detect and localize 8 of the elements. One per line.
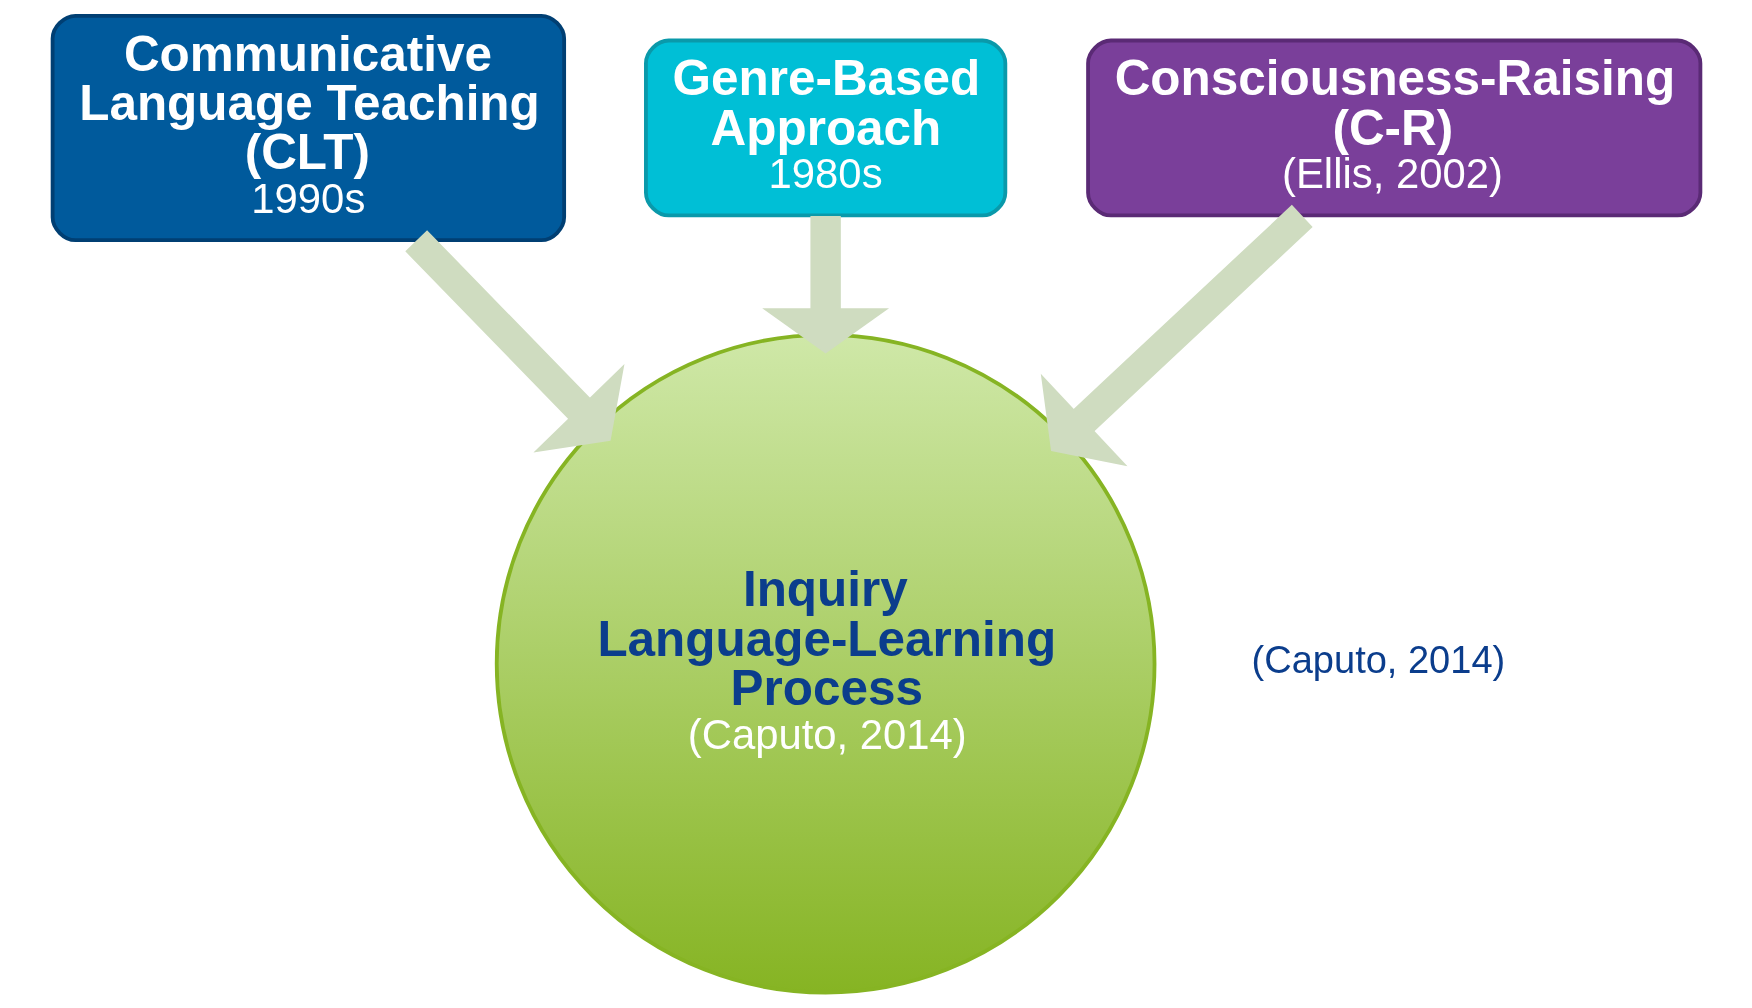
node-box: Consciousness-Raising (C-R) (Ellis, 2002) bbox=[1085, 38, 1702, 218]
arrow bbox=[404, 230, 624, 453]
label: (Caputo, 2014) bbox=[1251, 639, 1505, 682]
arrow bbox=[761, 215, 889, 354]
node-box: Genre-Based Approach 1980s bbox=[643, 38, 1007, 218]
arrow bbox=[1040, 204, 1313, 467]
node-circle: Inquiry Language-Learning Process (Caputo, 2014) bbox=[494, 332, 1156, 995]
node-box: Communicative Language Teaching (CLT) 1990s bbox=[50, 13, 566, 243]
